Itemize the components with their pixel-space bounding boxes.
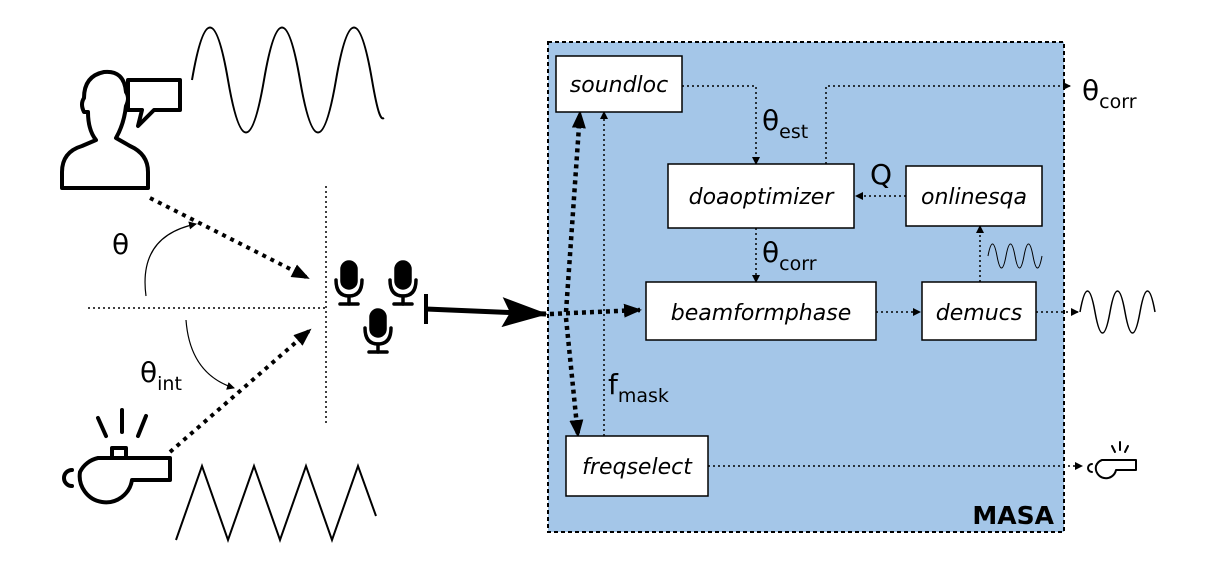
masa-label: MASA <box>972 501 1054 530</box>
input-to-soundloc <box>563 110 586 313</box>
module-freqselect: freqselect <box>565 435 709 497</box>
microphone-icon <box>388 260 418 306</box>
output-waveform <box>1079 290 1156 334</box>
theta-arc <box>144 221 197 297</box>
input-to-freqselect <box>563 317 584 438</box>
small-whistle-icon <box>1087 441 1137 480</box>
theta-int-arc <box>185 319 235 390</box>
interference-waveform <box>175 462 377 544</box>
input-to-beamformphase <box>549 303 642 318</box>
microphone-icon <box>334 260 364 306</box>
input-arrow <box>425 297 548 328</box>
q-label: Q <box>870 158 892 191</box>
speaker-person-icon <box>60 69 150 190</box>
module-beamformphase: beamformphase <box>645 281 877 341</box>
theta-est-label: θest <box>762 104 808 143</box>
small-waveform-sqa <box>987 243 1043 269</box>
svg-text:beamformphase: beamformphase <box>671 301 851 326</box>
speech-waveform <box>191 26 385 134</box>
svg-text:doaoptimizer: doaoptimizer <box>689 185 836 210</box>
doaoptimizer-to-output <box>825 82 1071 164</box>
module-doaoptimizer: doaoptimizer <box>667 163 855 229</box>
theta-corr-output-label: θcorr <box>1082 74 1137 113</box>
svg-text:onlinesqa: onlinesqa <box>921 185 1027 210</box>
interference-path <box>168 328 312 454</box>
theta-int-label: θint <box>140 356 182 395</box>
module-soundloc: soundloc <box>555 55 683 113</box>
soundloc-to-doaoptimizer <box>682 85 760 165</box>
svg-text:demucs: demucs <box>936 301 1022 326</box>
svg-text:soundloc: soundloc <box>570 73 668 98</box>
microphone-icon <box>363 308 393 354</box>
theta-label: θ <box>112 228 129 261</box>
speech-bubble-icon <box>126 78 182 128</box>
speaker-path <box>149 196 310 280</box>
svg-text:freqselect: freqselect <box>582 455 693 480</box>
f-mask-label: fmask <box>608 368 669 407</box>
theta-corr-label: θcorr <box>762 236 817 275</box>
module-demucs: demucs <box>921 281 1037 341</box>
module-onlinesqa: onlinesqa <box>905 165 1043 227</box>
whistle-icon <box>62 408 172 505</box>
